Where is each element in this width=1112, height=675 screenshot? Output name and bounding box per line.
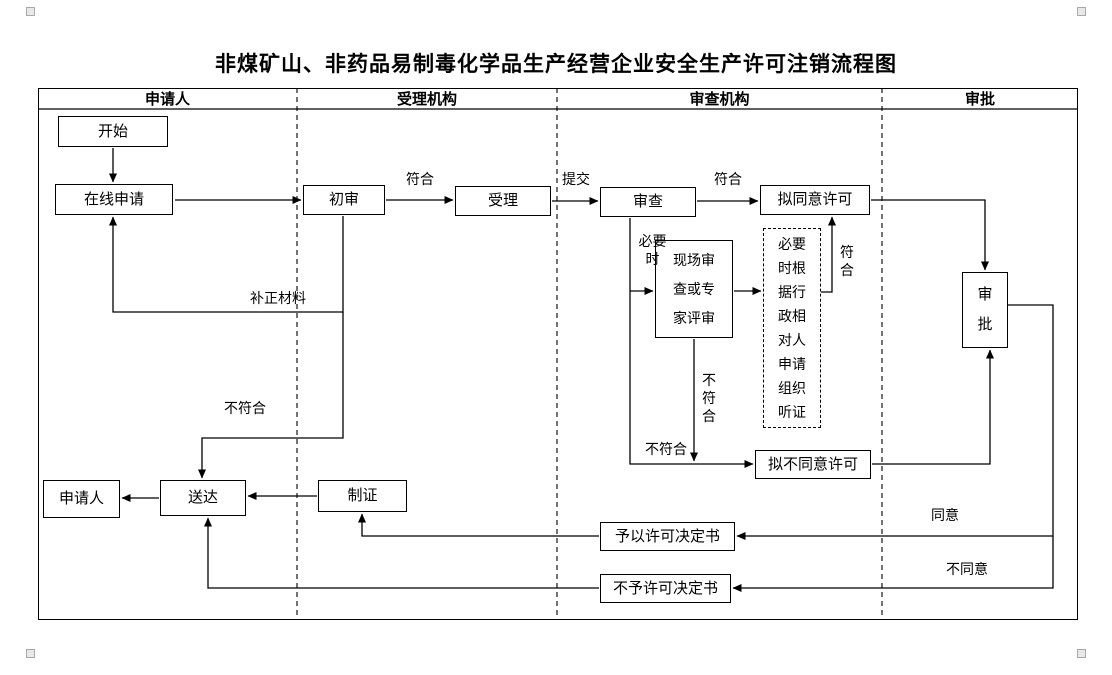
edge-label-buzheng: 补正材料 [250, 290, 306, 306]
edge-label-bufuhe-onsite: 不符合 [702, 372, 716, 425]
edge-label-tijiao: 提交 [562, 171, 590, 187]
node-deliver: 送达 [160, 480, 246, 516]
edge-label-biyaoshi: 必要时 [638, 233, 667, 268]
node-propose-approve: 拟同意许可 [760, 185, 870, 215]
page-title: 非煤矿山、非药品易制毒化学品生产经营企业安全生产许可注销流程图 [215, 53, 897, 76]
canvas-handle-top-right [1077, 7, 1086, 16]
lane-header-review-agency: 审查机构 [689, 91, 750, 108]
node-make-cert: 制证 [318, 480, 407, 512]
node-online-apply: 在线申请 [55, 184, 173, 215]
edge-propose-approve-to-approval [871, 199, 989, 271]
edge-grant-doc-to-make-cert [358, 513, 599, 537]
edge-label-bufuhe-review: 不符合 [645, 441, 687, 457]
node-onsite-review: 现场审查或专家评审 [655, 240, 733, 338]
node-review: 审查 [600, 187, 696, 217]
node-accept: 受理 [455, 186, 551, 216]
node-approval: 审批 [962, 272, 1008, 348]
node-initial-review: 初审 [303, 185, 385, 215]
node-propose-deny: 拟不同意许可 [755, 450, 871, 479]
edge-label-bufuhe-initial: 不符合 [224, 400, 266, 416]
edge-review-to-propose-deny [629, 218, 754, 468]
edge-initial-review-supplement-loop [109, 216, 344, 313]
edge-approval-agree-to-grant-doc [736, 304, 1054, 540]
canvas-handle-top-left [26, 7, 35, 16]
node-hearing: 必要时根据行政相对人申请组织听证 [763, 228, 821, 428]
canvas-handle-bottom-left [26, 649, 35, 658]
edge-label-butongyi: 不同意 [946, 561, 988, 577]
edge-hearing-to-propose-approve [821, 216, 836, 293]
canvas-handle-bottom-right [1077, 649, 1086, 658]
edge-propose-deny-to-approval [872, 349, 994, 465]
node-start: 开始 [58, 116, 168, 147]
edge-label-tongyi: 同意 [931, 507, 959, 523]
lane-header-applicant: 申请人 [144, 91, 190, 108]
edge-initial-review-fail-to-deliver [198, 312, 344, 479]
diagram-frame [38, 88, 1078, 620]
lane-header-approval: 审批 [964, 91, 995, 108]
node-grant-doc: 予以许可决定书 [600, 522, 735, 551]
edge-deny-doc-to-deliver [204, 517, 599, 589]
edge-label-fuhe-hearing: 符合 [840, 244, 854, 279]
edge-label-fuhe-initial: 符合 [406, 171, 434, 187]
lane-header-accept-agency: 受理机构 [396, 91, 457, 108]
edge-approval-disagree-to-deny-doc [732, 536, 1054, 592]
edge-label-fuhe-review: 符合 [714, 171, 742, 187]
node-deny-doc: 不予许可决定书 [600, 574, 731, 603]
node-applicant: 申请人 [43, 480, 120, 518]
